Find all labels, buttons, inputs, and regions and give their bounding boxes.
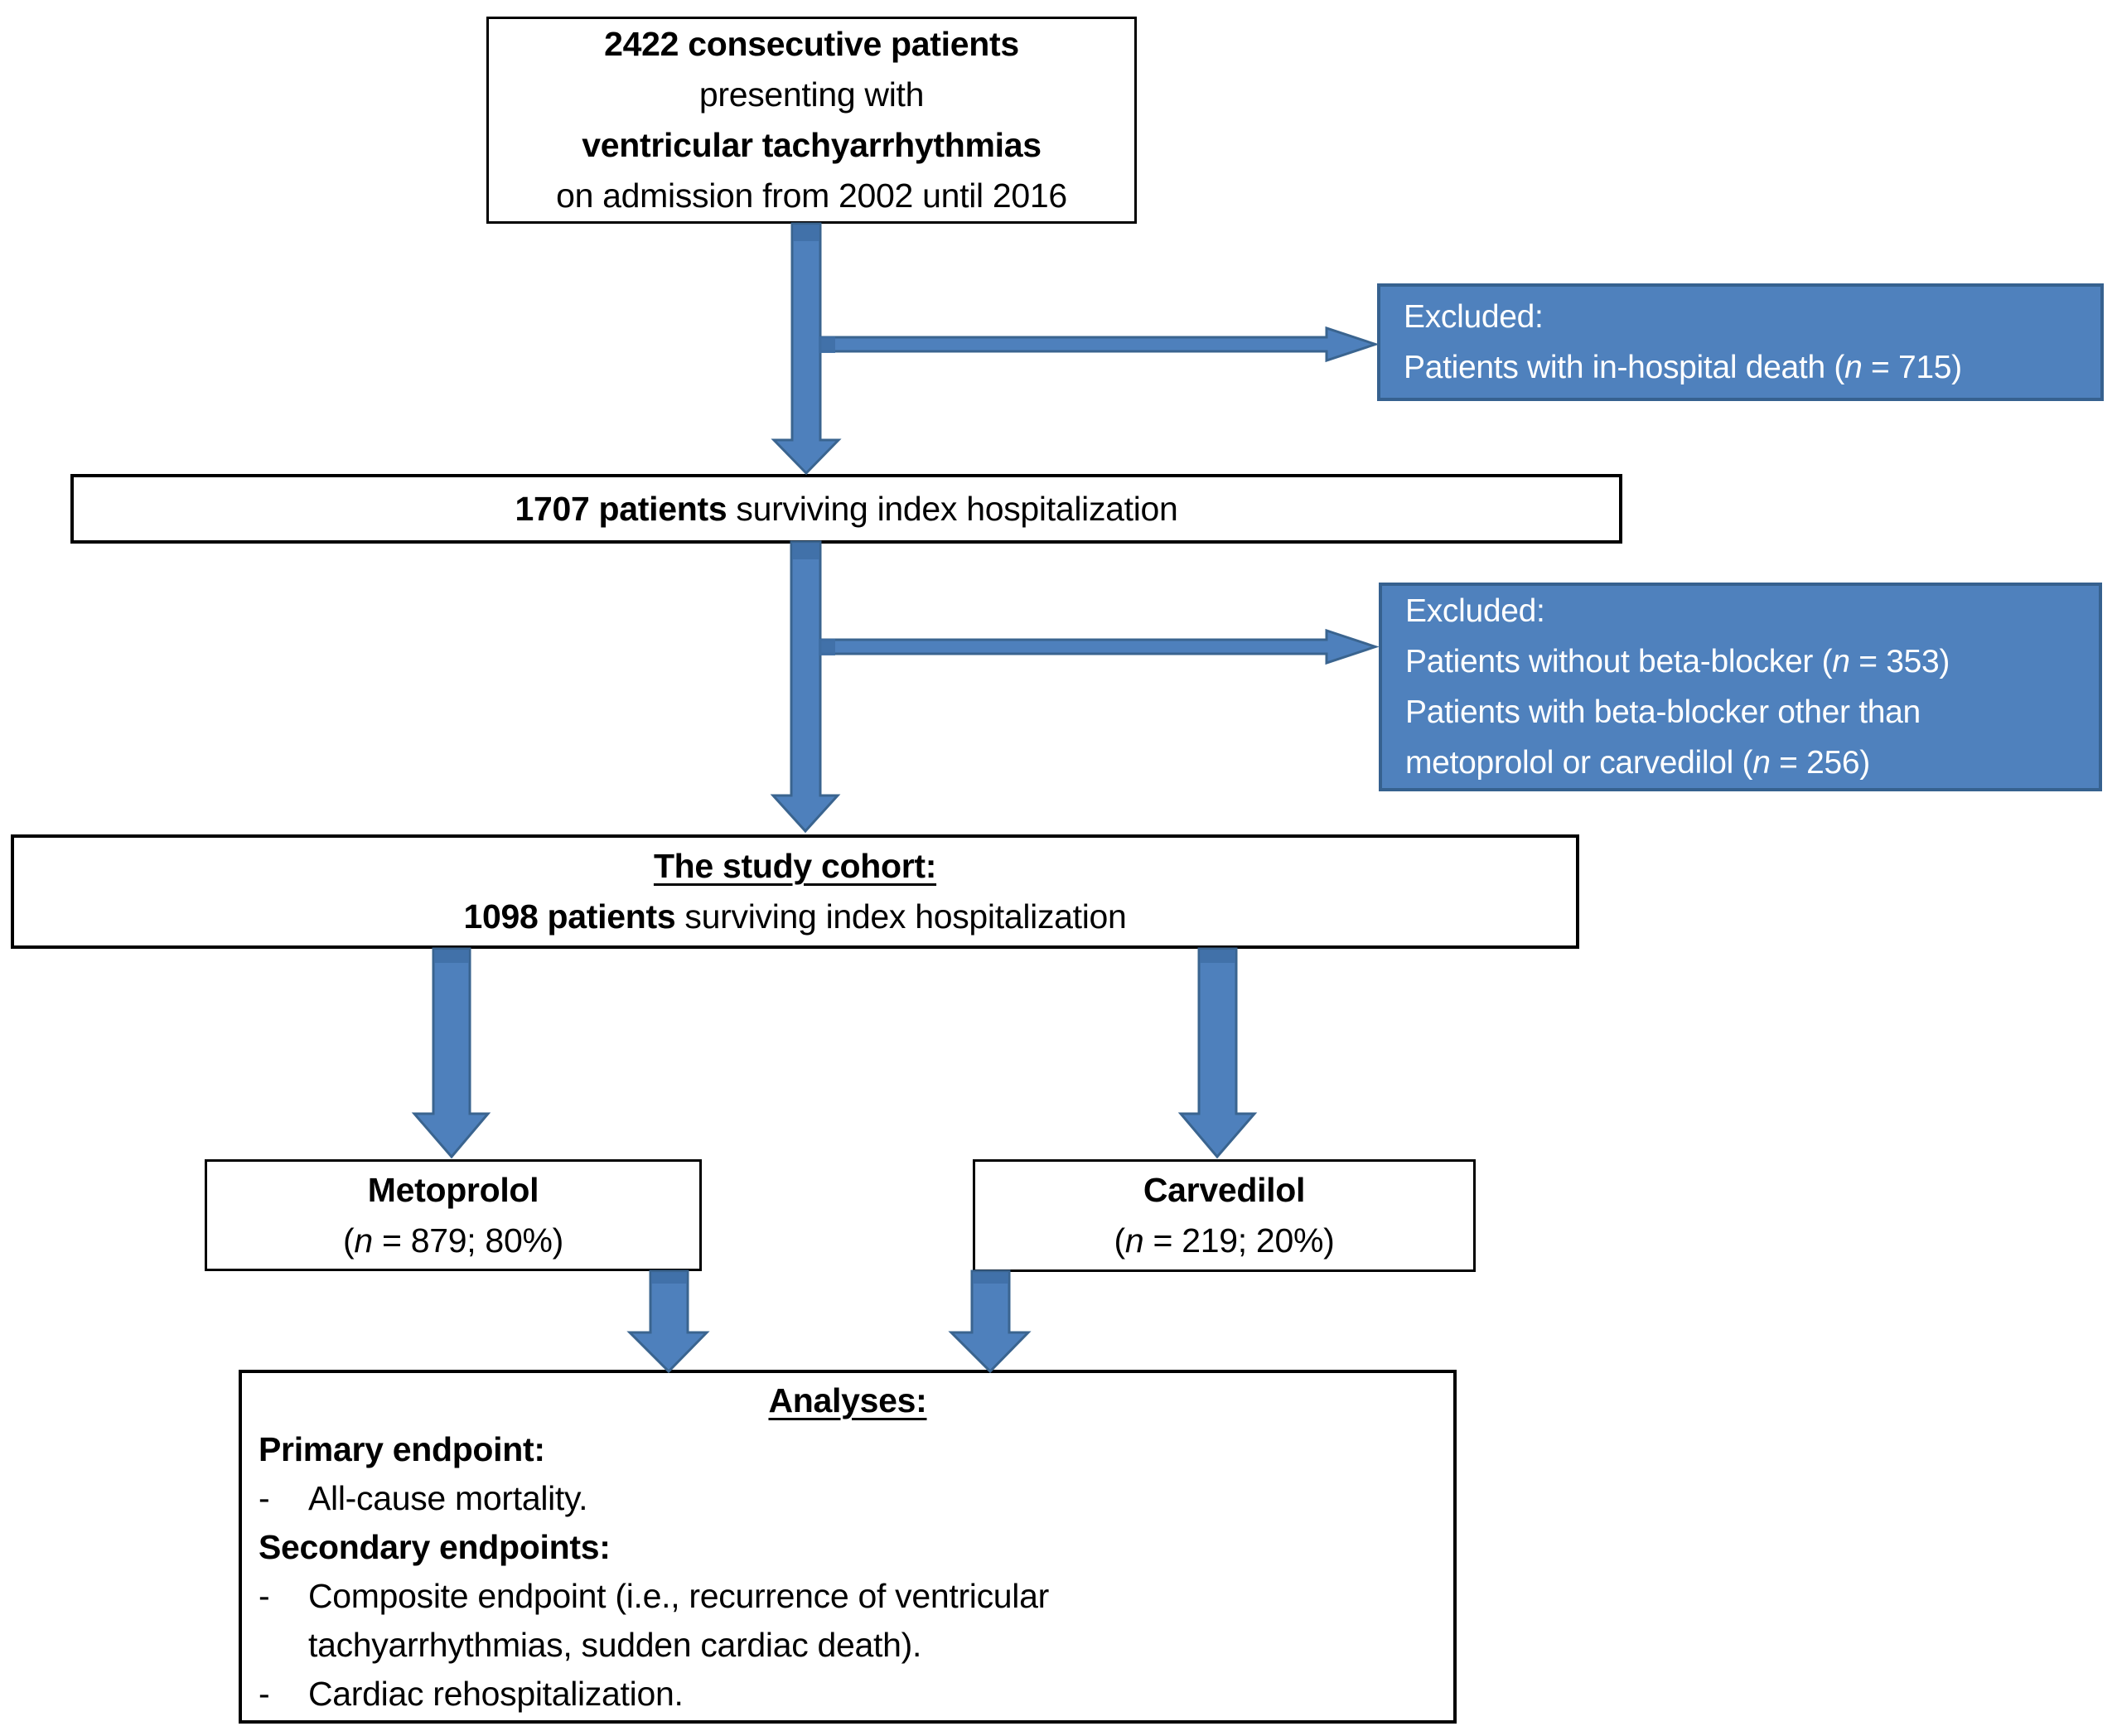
- arrow-bevel: [434, 950, 469, 963]
- metoprolol-name: Metoprolol: [367, 1170, 539, 1209]
- carvedilol-stat-open: (: [1114, 1221, 1126, 1260]
- excluded-1-title: Excluded:: [1404, 299, 1544, 335]
- list-item-composite-endpoint: - Composite endpoint (i.e., recurrence o…: [259, 1572, 1437, 1670]
- excluded-1-item-n: n: [1844, 350, 1863, 385]
- excluded-2-item-1-n: n: [1832, 644, 1850, 679]
- arrow-cohort-to-metoprolol-icon: [411, 947, 491, 1159]
- excluded-2-item-1: Patients without beta-blocker (n = 353): [1405, 636, 1950, 687]
- bullet-line: tachyarrhythmias, sudden cardiac death).: [308, 1626, 922, 1664]
- excluded-2-item-1-count: = 353): [1849, 644, 1950, 679]
- arrow-cohort-to-carvedilol-icon: [1177, 947, 1258, 1159]
- survivors-count: 1707 patients: [515, 489, 727, 528]
- cohort-rest: surviving index hospitalization: [675, 897, 1127, 936]
- carvedilol-name: Carvedilol: [1143, 1171, 1306, 1209]
- admissions-text-1: presenting with: [698, 75, 925, 114]
- arrow-exclusion-2-icon: [819, 628, 1380, 665]
- excluded-1-item-count: = 715): [1862, 350, 1962, 385]
- excluded-2-item-1-text: Patients without beta-blocker (: [1405, 644, 1833, 679]
- analyses-title: Analyses:: [768, 1381, 927, 1419]
- primary-endpoint-label: Primary endpoint:: [259, 1430, 545, 1468]
- arrow-metoprolol-to-analyses-icon: [626, 1269, 710, 1374]
- secondary-endpoints-label: Secondary endpoints:: [259, 1528, 611, 1566]
- metoprolol-box: Metoprolol (n = 879; 80%): [205, 1159, 702, 1271]
- excluded-2-item-3-count: = 256): [1770, 745, 1870, 781]
- arrow-bevel: [819, 639, 835, 655]
- excluded-1-item-text: Patients with in-hospital death (: [1404, 350, 1845, 385]
- excluded-2-item-2: Patients with beta-blocker other than: [1405, 694, 1921, 730]
- arrow-carvedilol-to-analyses-icon: [948, 1269, 1032, 1374]
- excluded-box-1: Excluded: Patients with in-hospital deat…: [1377, 283, 2104, 401]
- arrow-bevel: [819, 336, 835, 353]
- bullet-dash: -: [259, 1479, 270, 1517]
- cohort-count: 1098 patients: [463, 897, 676, 936]
- arrow-admissions-to-survivors-icon: [771, 222, 842, 476]
- carvedilol-stat: (n = 219; 20%): [1114, 1216, 1335, 1266]
- list-item-cardiac-rehospitalization: - Cardiac rehospitalization.: [259, 1670, 1437, 1719]
- excluded-box-2: Excluded: Patients without beta-blocker …: [1379, 583, 2102, 791]
- arrow-exclusion-1-icon: [819, 326, 1380, 363]
- arrow-bevel: [792, 543, 819, 559]
- metoprolol-stat-n: n: [354, 1221, 373, 1260]
- bullet-line: Composite endpoint (i.e., recurrence of …: [308, 1577, 1049, 1615]
- cohort-title: The study cohort:: [653, 847, 937, 885]
- excluded-2-item-3: metoprolol or carvedilol (n = 256): [1405, 737, 1870, 788]
- survivors-rest: surviving index hospitalization: [727, 489, 1178, 528]
- bullet-line: Cardiac rehospitalization.: [308, 1675, 684, 1713]
- admissions-period: on admission from 2002 until 2016: [556, 177, 1067, 215]
- list-item-all-cause-mortality: - All-cause mortality.: [259, 1474, 1437, 1523]
- metoprolol-stat-open: (: [343, 1221, 355, 1260]
- arrow-bevel: [793, 225, 819, 241]
- bullet-dash: -: [259, 1577, 270, 1615]
- metoprolol-stat-value: = 879; 80%): [372, 1221, 563, 1260]
- arrow-survivors-to-cohort-icon: [770, 540, 841, 834]
- bullet-text: Cardiac rehospitalization.: [308, 1670, 1437, 1719]
- bullet-line: All-cause mortality.: [308, 1479, 588, 1517]
- excluded-2-title: Excluded:: [1405, 593, 1545, 629]
- analyses-box: Analyses: Primary endpoint: - All-cause …: [239, 1370, 1457, 1724]
- arrow-bevel: [651, 1272, 687, 1284]
- bullet-text: Composite endpoint (i.e., recurrence of …: [308, 1572, 1437, 1670]
- carvedilol-stat-value: = 219; 20%): [1143, 1221, 1335, 1260]
- carvedilol-box: Carvedilol (n = 219; 20%): [973, 1159, 1476, 1272]
- cohort-text: 1098 patients surviving index hospitaliz…: [463, 892, 1126, 942]
- bullet-text: All-cause mortality.: [308, 1474, 1437, 1523]
- admissions-condition: ventricular tachyarrhythmias: [582, 126, 1042, 164]
- survivors-box: 1707 patients surviving index hospitaliz…: [70, 474, 1622, 544]
- admissions-box: 2422 consecutive patients presenting wit…: [486, 17, 1137, 224]
- excluded-2-item-3-n: n: [1752, 745, 1771, 781]
- bullet-dash: -: [259, 1675, 270, 1713]
- carvedilol-stat-n: n: [1124, 1221, 1144, 1260]
- admissions-count: 2422 consecutive patients: [604, 25, 1019, 63]
- arrow-bevel: [1200, 950, 1235, 963]
- survivors-text: 1707 patients surviving index hospitaliz…: [515, 484, 1177, 534]
- metoprolol-stat: (n = 879; 80%): [343, 1216, 563, 1266]
- study-cohort-box: The study cohort: 1098 patients survivin…: [11, 834, 1579, 949]
- arrow-bevel: [973, 1272, 1008, 1284]
- excluded-1-item: Patients with in-hospital death (n = 715…: [1404, 342, 1962, 393]
- excluded-2-item-3-text: metoprolol or carvedilol (: [1405, 745, 1753, 781]
